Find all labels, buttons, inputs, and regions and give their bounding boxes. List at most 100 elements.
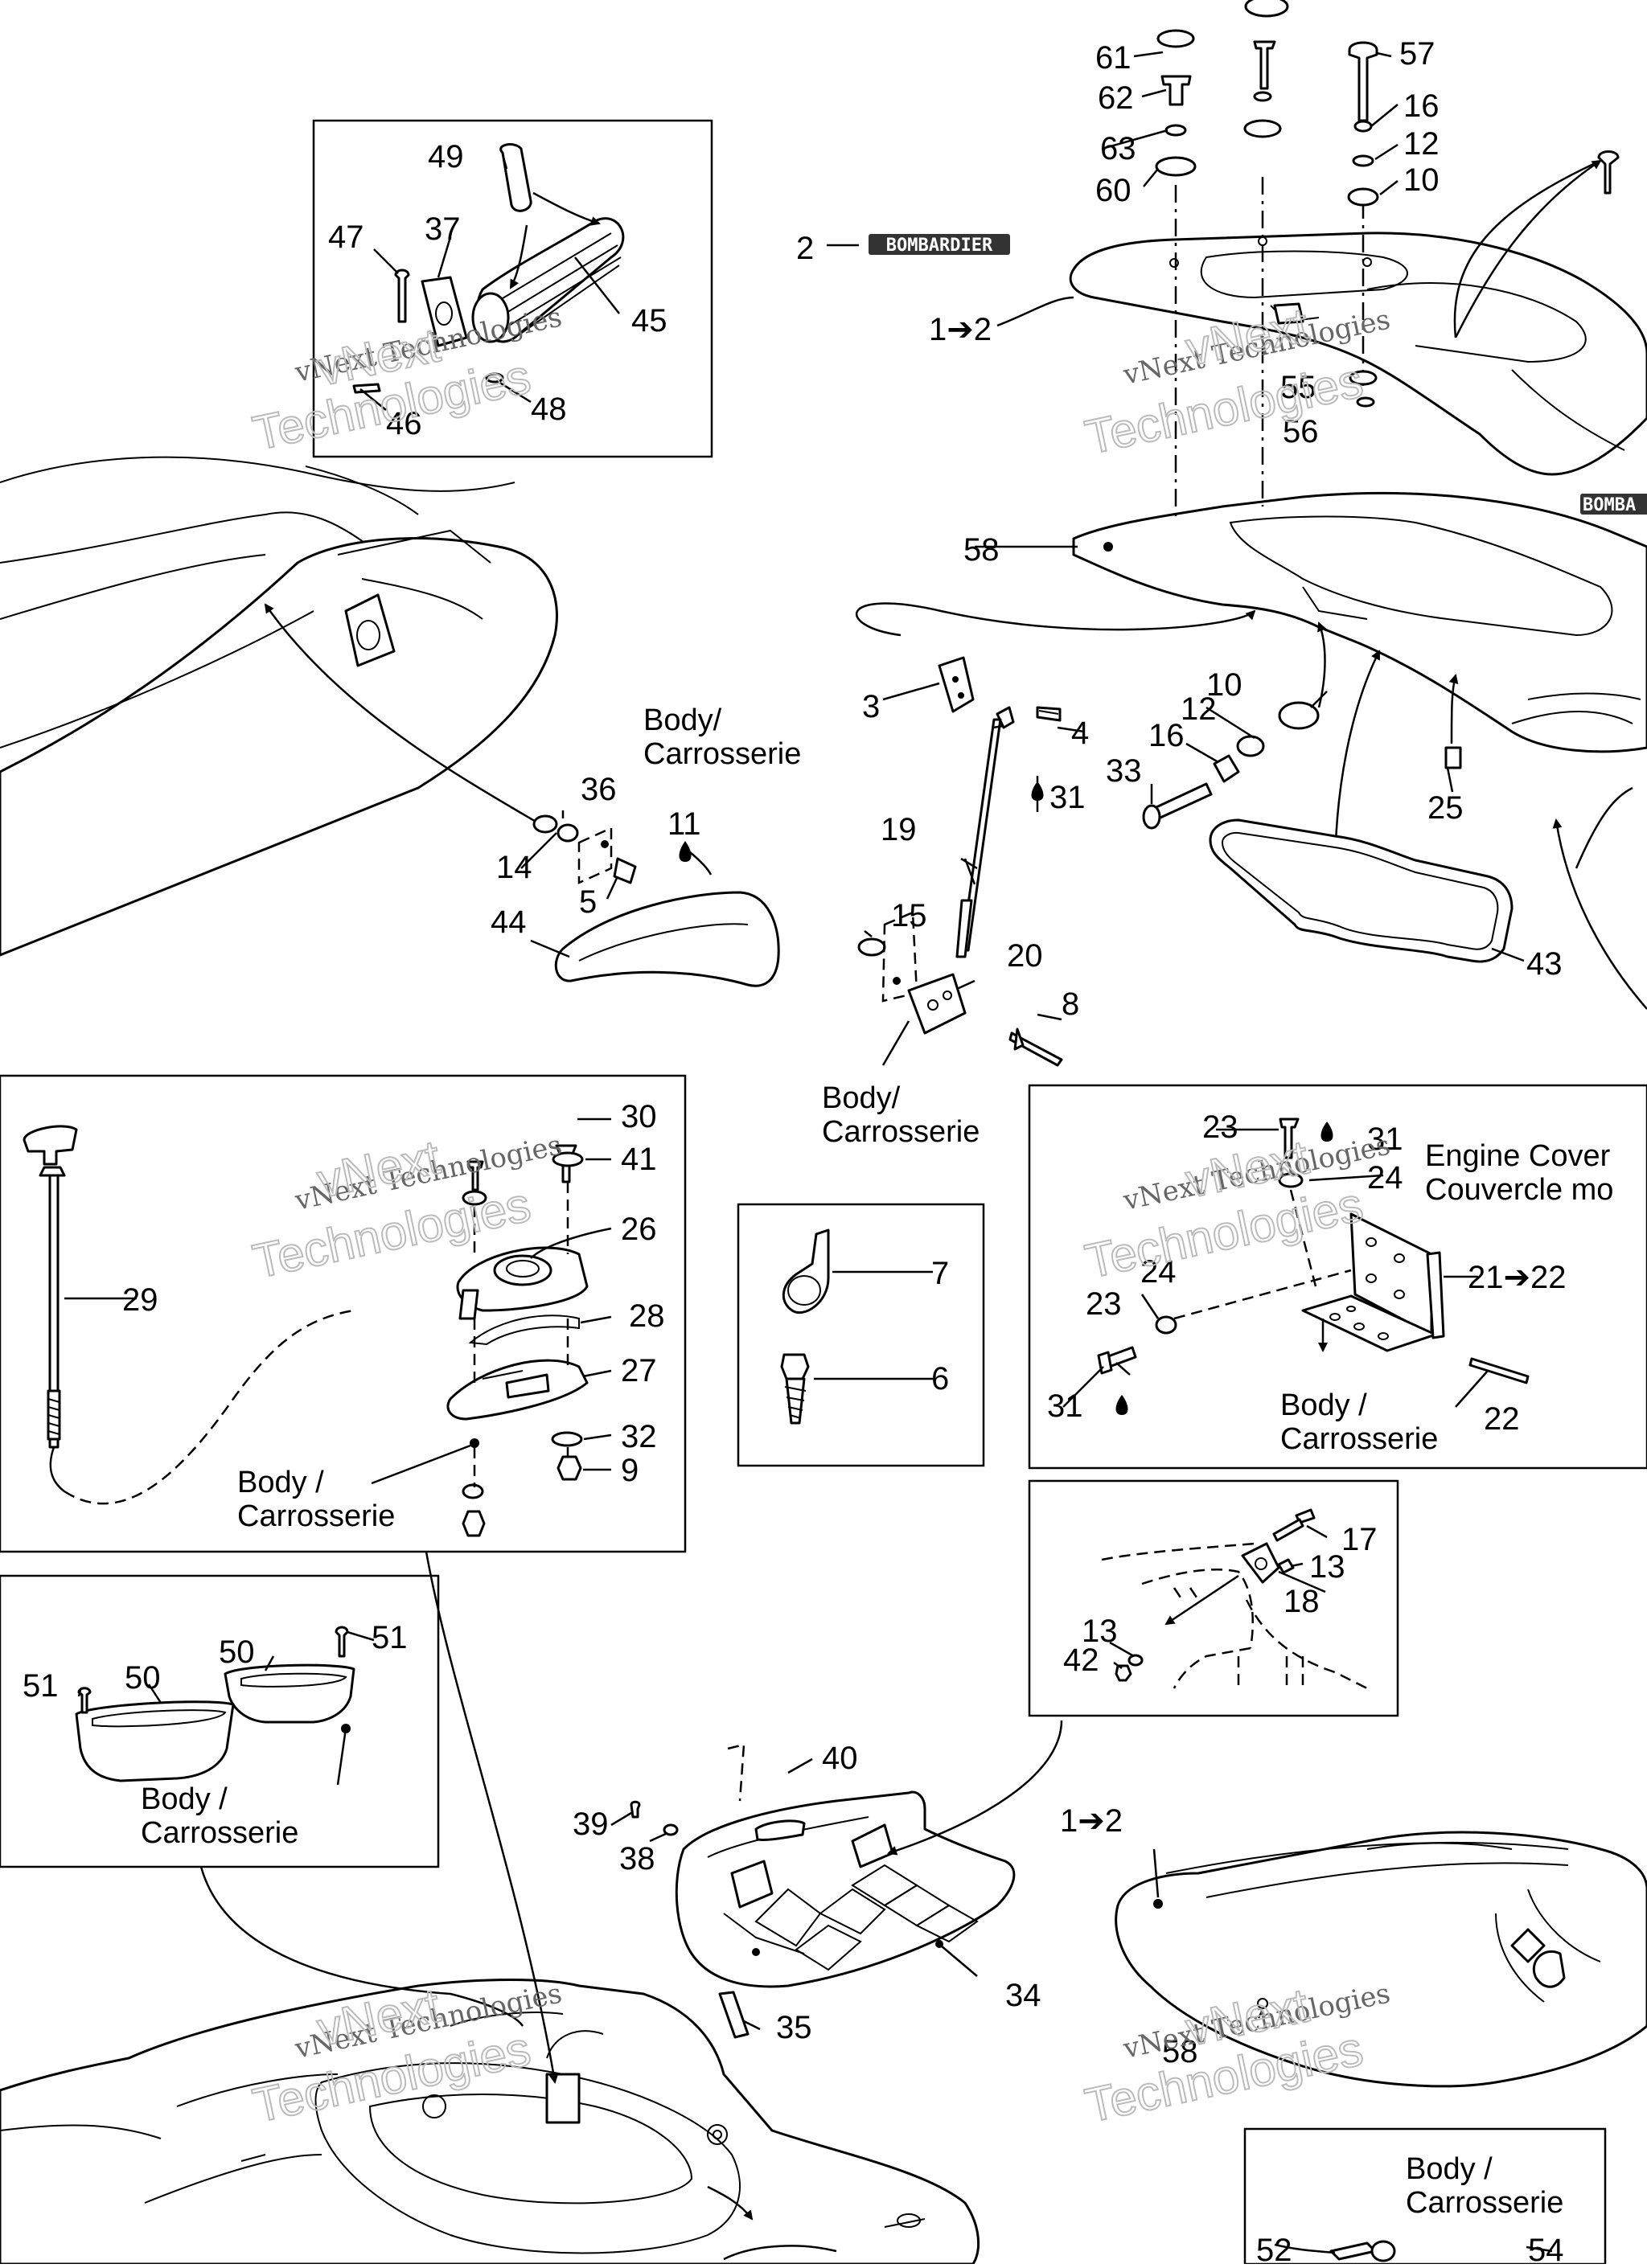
svg-text:58: 58 — [1162, 2034, 1198, 2069]
vent-assembly — [352, 143, 625, 394]
svg-text:2: 2 — [796, 231, 814, 266]
svg-text:13: 13 — [1082, 1614, 1118, 1649]
leader-lines — [64, 51, 1553, 2254]
inset-box-trays — [0, 1574, 440, 1868]
svg-text:5: 5 — [579, 884, 597, 920]
svg-text:51: 51 — [372, 1620, 408, 1655]
fastener-samples — [780, 1228, 830, 1425]
svg-text:Carrosserie: Carrosserie — [822, 1115, 980, 1149]
svg-text:27: 27 — [621, 1353, 657, 1388]
inset-box-latch — [0, 1074, 687, 1553]
svg-text:Carrosserie: Carrosserie — [643, 737, 801, 771]
svg-text:36: 36 — [581, 772, 617, 807]
svg-text:43: 43 — [1526, 946, 1563, 982]
svg-text:47: 47 — [328, 219, 364, 255]
svg-text:15: 15 — [891, 898, 927, 933]
svg-text:23: 23 — [1202, 1109, 1238, 1145]
svg-text:8: 8 — [1062, 986, 1079, 1022]
svg-text:58: 58 — [963, 532, 1000, 568]
svg-text:60: 60 — [1095, 173, 1132, 208]
svg-text:Body /: Body / — [1280, 1388, 1367, 1422]
svg-text:51: 51 — [23, 1668, 59, 1704]
bottom-tray — [630, 1720, 1063, 2039]
svg-text:Body /: Body / — [237, 1466, 324, 1499]
svg-text:Body /: Body / — [1406, 2152, 1493, 2186]
hinge-assembly — [1097, 1118, 1530, 1384]
fasteners-top — [1155, 0, 1620, 408]
svg-text:Carrosserie: Carrosserie — [141, 1816, 298, 1850]
svg-text:62: 62 — [1098, 80, 1134, 116]
brand-badge: BOMBARDIER — [869, 234, 1010, 256]
svg-text:BOMBARDIER: BOMBARDIER — [886, 236, 993, 256]
seal-gasket — [1209, 818, 1514, 963]
svg-text:31: 31 — [1049, 780, 1086, 815]
svg-text:50: 50 — [125, 1660, 161, 1696]
hull-bottom — [0, 1551, 980, 2266]
pin-fastener — [1329, 2240, 1396, 2262]
oil-drop-icon — [679, 781, 1333, 1415]
svg-text:49: 49 — [428, 139, 464, 174]
svg-text:6: 6 — [931, 1361, 949, 1396]
bracket-assembly — [1101, 1508, 1368, 1690]
svg-text:33: 33 — [1106, 753, 1142, 789]
svg-text:Engine Cover: Engine Cover — [1425, 1139, 1611, 1173]
svg-text:42: 42 — [1063, 1643, 1099, 1678]
inset-box-glovebox-vent — [312, 119, 713, 458]
svg-text:18: 18 — [1284, 1584, 1320, 1619]
latch-assembly — [23, 1125, 589, 1537]
inset-box-fasteners — [737, 1203, 985, 1467]
svg-text:Carrosserie: Carrosserie — [1280, 1422, 1438, 1456]
svg-text:21➔22: 21➔22 — [1468, 1260, 1567, 1295]
svg-text:14: 14 — [496, 850, 532, 885]
storage-bin — [1072, 491, 1647, 753]
callout-labels: 61 62 63 60 57 16 12 10 2 1➔2 55 56 58 4… — [23, 36, 1567, 2268]
svg-text:Body/: Body/ — [822, 1081, 901, 1115]
svg-text:29: 29 — [122, 1282, 158, 1318]
svg-text:16: 16 — [1403, 88, 1440, 124]
svg-text:10: 10 — [1206, 667, 1242, 703]
side-panel — [532, 814, 780, 987]
svg-text:17: 17 — [1341, 1522, 1378, 1557]
storage-trays — [75, 1626, 355, 1782]
svg-text:19: 19 — [881, 812, 917, 847]
svg-text:12: 12 — [1403, 126, 1440, 162]
svg-text:13: 13 — [1309, 1549, 1345, 1585]
svg-text:40: 40 — [822, 1741, 858, 1776]
svg-text:Body /: Body / — [141, 1782, 228, 1816]
svg-text:vNext: vNext — [313, 1130, 445, 1208]
brand-badge-cut: BOMBA — [1580, 494, 1647, 515]
svg-text:3: 3 — [862, 689, 880, 724]
svg-text:1➔2: 1➔2 — [929, 312, 992, 347]
svg-text:37: 37 — [425, 211, 461, 247]
svg-text:1➔2: 1➔2 — [1060, 1803, 1123, 1839]
svg-text:BOMBA: BOMBA — [1583, 495, 1636, 515]
svg-text:48: 48 — [531, 392, 567, 427]
svg-text:23: 23 — [1086, 1286, 1122, 1322]
svg-text:9: 9 — [621, 1453, 639, 1488]
svg-text:16: 16 — [1148, 718, 1185, 753]
svg-text:Body/: Body/ — [643, 703, 722, 737]
hull-left — [0, 456, 558, 957]
svg-text:24: 24 — [1367, 1160, 1403, 1196]
seat-lower — [1115, 1831, 1647, 2088]
svg-text:32: 32 — [621, 1419, 657, 1454]
svg-text:10: 10 — [1403, 162, 1440, 198]
svg-text:63: 63 — [1100, 131, 1136, 166]
svg-text:52: 52 — [1256, 2233, 1292, 2264]
svg-text:31: 31 — [1367, 1122, 1403, 1157]
svg-text:50: 50 — [219, 1634, 255, 1670]
svg-text:38: 38 — [619, 1841, 655, 1876]
svg-text:24: 24 — [1140, 1254, 1177, 1290]
svg-text:57: 57 — [1399, 36, 1435, 72]
svg-text:45: 45 — [631, 303, 667, 338]
storage-cover-upper — [1069, 232, 1647, 476]
svg-text:12: 12 — [1181, 691, 1217, 727]
svg-text:28: 28 — [629, 1298, 665, 1334]
svg-text:Couvercle mo: Couvercle mo — [1425, 1173, 1613, 1207]
svg-text:25: 25 — [1427, 790, 1464, 826]
svg-text:26: 26 — [621, 1212, 657, 1247]
gas-strut-assembly — [856, 602, 1256, 1067]
svg-text:20: 20 — [1007, 938, 1043, 974]
